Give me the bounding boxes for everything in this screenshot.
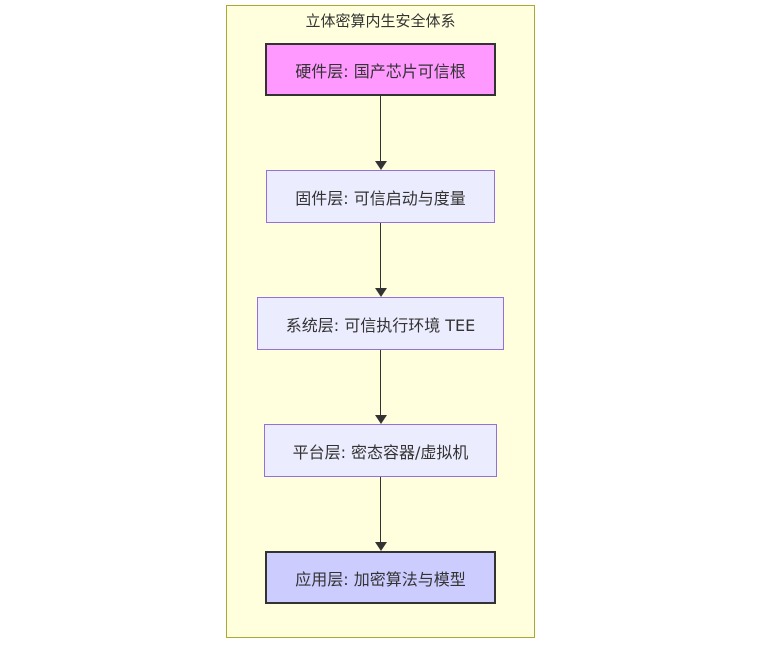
flowchart: 硬件层: 国产芯片可信根 固件层: 可信启动与度量 系统层: 可信执行环境 TE… <box>227 43 534 604</box>
node-hardware-label: 硬件层: 国产芯片可信根 <box>295 61 466 81</box>
arrow-head-down-icon <box>374 542 387 551</box>
arrow-platform-to-app <box>374 477 387 551</box>
cluster-title: 立体密算内生安全体系 <box>305 12 456 30</box>
node-application-layer: 应用层: 加密算法与模型 <box>265 551 496 604</box>
arrow-line <box>380 96 381 161</box>
node-hardware-layer: 硬件层: 国产芯片可信根 <box>265 43 496 96</box>
node-platform-label: 平台层: 密态容器/虚拟机 <box>292 442 469 462</box>
node-system-label: 系统层: 可信执行环境 TEE <box>285 315 476 335</box>
arrow-head-down-icon <box>374 288 387 297</box>
arrow-line <box>380 477 381 542</box>
arrow-firmware-to-system <box>374 223 387 297</box>
node-firmware-label: 固件层: 可信启动与度量 <box>295 188 466 208</box>
arrow-hardware-to-firmware <box>374 96 387 170</box>
cluster-container: 立体密算内生安全体系 硬件层: 国产芯片可信根 固件层: 可信启动与度量 系统层… <box>226 5 535 638</box>
arrow-line <box>380 223 381 288</box>
node-firmware-layer: 固件层: 可信启动与度量 <box>266 170 495 223</box>
arrow-line <box>380 350 381 415</box>
node-platform-layer: 平台层: 密态容器/虚拟机 <box>263 424 498 477</box>
arrow-head-down-icon <box>374 415 387 424</box>
node-application-label: 应用层: 加密算法与模型 <box>295 569 466 589</box>
node-system-layer: 系统层: 可信执行环境 TEE <box>256 297 505 350</box>
arrow-head-down-icon <box>374 161 387 170</box>
arrow-system-to-platform <box>374 350 387 424</box>
